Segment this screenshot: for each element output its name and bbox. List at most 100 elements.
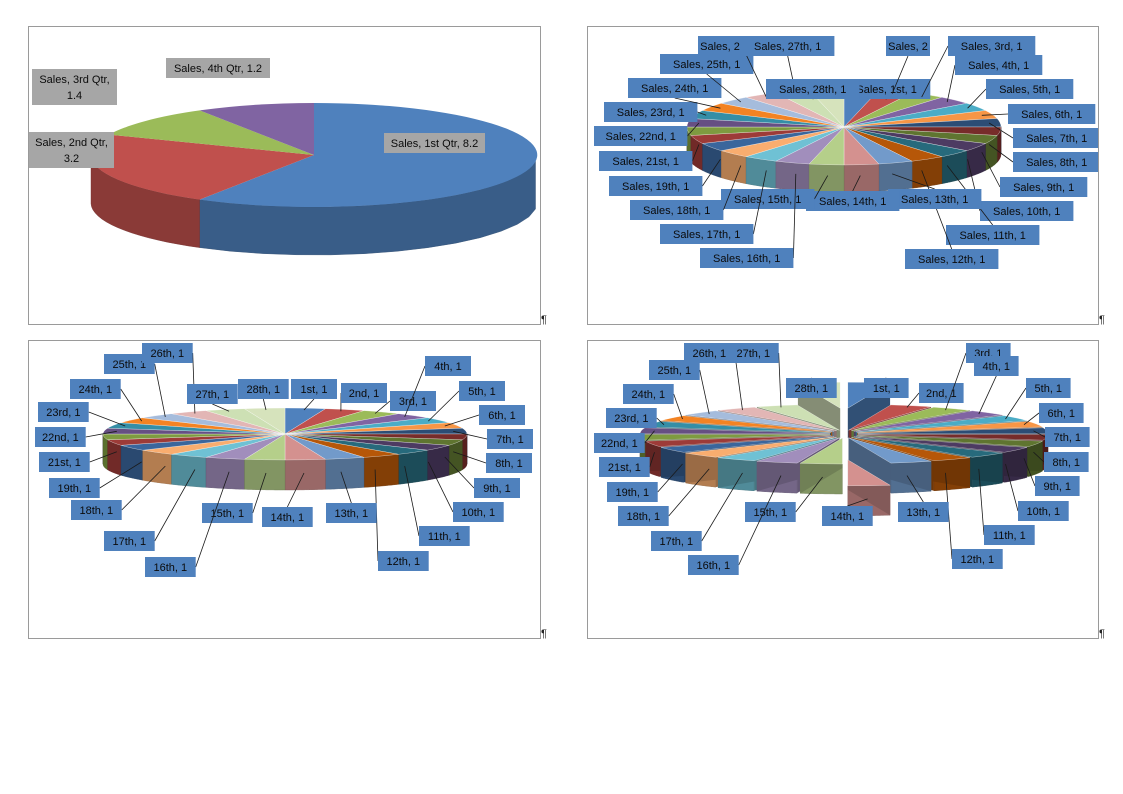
leader-line <box>702 159 721 187</box>
data-label: 11th, 1 <box>428 531 461 543</box>
data-label-box <box>606 408 657 428</box>
leader-line <box>814 175 829 200</box>
leader-line <box>692 144 700 162</box>
data-label: Sales, 4th Qtr, 1.2 <box>174 63 262 75</box>
data-label: Sales, 10th, 1 <box>993 206 1060 218</box>
data-label: 17th, 1 <box>113 536 147 548</box>
data-label: 18th, 1 <box>627 511 661 523</box>
pie-slice-side <box>107 439 122 476</box>
leader-line <box>453 430 488 440</box>
data-label: Sales, 25th, 1 <box>673 59 740 71</box>
data-label-box <box>384 133 485 153</box>
data-label-box <box>698 36 742 56</box>
pie-slice-side <box>120 445 143 481</box>
data-label: Sales, 7th, 1 <box>1026 133 1087 145</box>
pie-slice-side <box>142 449 172 485</box>
leader-line <box>1023 412 1040 426</box>
data-label: 22nd, 1 <box>601 438 638 450</box>
leader-line <box>657 463 683 493</box>
data-label: Sales, 2 <box>700 41 740 53</box>
data-label: 18th, 1 <box>80 505 114 517</box>
data-label: 3.2 <box>64 153 79 165</box>
leader-line <box>674 97 721 109</box>
data-label-box <box>660 224 754 244</box>
leader-line <box>891 55 909 94</box>
leader-line <box>303 398 315 411</box>
leader-line <box>286 472 305 508</box>
leader-line <box>906 392 920 408</box>
leader-line <box>668 468 710 517</box>
data-label-box <box>104 531 155 551</box>
leader-line <box>252 472 267 514</box>
pie-slice-19th <box>660 435 833 453</box>
leader-line <box>212 403 230 412</box>
data-label-box <box>70 379 121 399</box>
pie-slice-17th <box>718 437 837 461</box>
leader-line <box>738 475 782 566</box>
data-label-box <box>905 249 999 269</box>
leader-line <box>793 173 797 259</box>
pie-slice-1st Qtr <box>199 102 538 207</box>
data-label-box <box>980 201 1074 221</box>
data-label: 8th, 1 <box>1053 457 1081 469</box>
data-label: Sales, 16th, 1 <box>713 253 780 265</box>
pie-slice-side <box>90 155 200 248</box>
data-label-box <box>948 36 1036 56</box>
data-label: 14th, 1 <box>271 512 305 524</box>
leader-line <box>444 456 475 489</box>
data-label: 26th, 1 <box>693 348 727 360</box>
data-label-box <box>984 525 1035 545</box>
data-label: 7th, 1 <box>496 434 524 446</box>
data-label-box <box>599 457 650 477</box>
pie-slice-25th <box>685 410 835 432</box>
data-label: 26th, 1 <box>151 348 185 360</box>
data-label-box <box>651 531 702 551</box>
data-label-box <box>474 478 520 498</box>
data-label-box <box>262 507 313 527</box>
data-label-box <box>49 478 100 498</box>
pie-slice-2nd <box>848 404 932 431</box>
data-label: Sales, 3rd, 1 <box>961 41 1023 53</box>
pie-slice-4th Qtr <box>199 103 314 155</box>
leader-line <box>723 165 742 211</box>
data-label: Sales, 14th, 1 <box>819 196 886 208</box>
leader-line <box>687 122 700 137</box>
data-label-box <box>630 200 724 220</box>
data-label-box <box>688 555 739 575</box>
data-label-box <box>806 191 900 211</box>
pie-slice-wall <box>756 437 840 492</box>
leader-line <box>921 170 953 250</box>
data-label: 21st, 1 <box>608 462 641 474</box>
data-label: 2nd, 1 <box>926 388 957 400</box>
data-label-box <box>453 502 504 522</box>
leader-line <box>404 365 426 418</box>
data-label-box <box>202 503 253 523</box>
leader-line <box>753 170 767 235</box>
data-label: 11th, 1 <box>993 530 1026 542</box>
data-label: 22nd, 1 <box>42 432 79 444</box>
data-label-box <box>29 132 114 168</box>
leader-line <box>649 452 655 468</box>
data-label-box <box>786 378 837 398</box>
leader-line <box>340 471 352 504</box>
leader-line <box>88 411 126 427</box>
data-label: 1st, 1 <box>873 383 900 395</box>
data-label: 3rd, 1 <box>399 396 427 408</box>
leader-line <box>892 173 935 190</box>
paragraph-mark: ¶ <box>541 628 547 640</box>
data-label: Sales, 24th, 1 <box>641 83 708 95</box>
data-label-box <box>419 526 470 546</box>
data-label-box <box>38 402 89 422</box>
data-label: Sales, 9th, 1 <box>1013 182 1074 194</box>
leader-line <box>453 451 487 464</box>
data-label-box <box>843 79 931 99</box>
leader-line <box>673 393 683 420</box>
data-label: 4th, 1 <box>434 361 462 373</box>
data-label-box <box>1018 501 1069 521</box>
data-label-box <box>604 102 698 122</box>
data-label: 1.4 <box>67 90 82 102</box>
data-label: 24th, 1 <box>79 384 113 396</box>
